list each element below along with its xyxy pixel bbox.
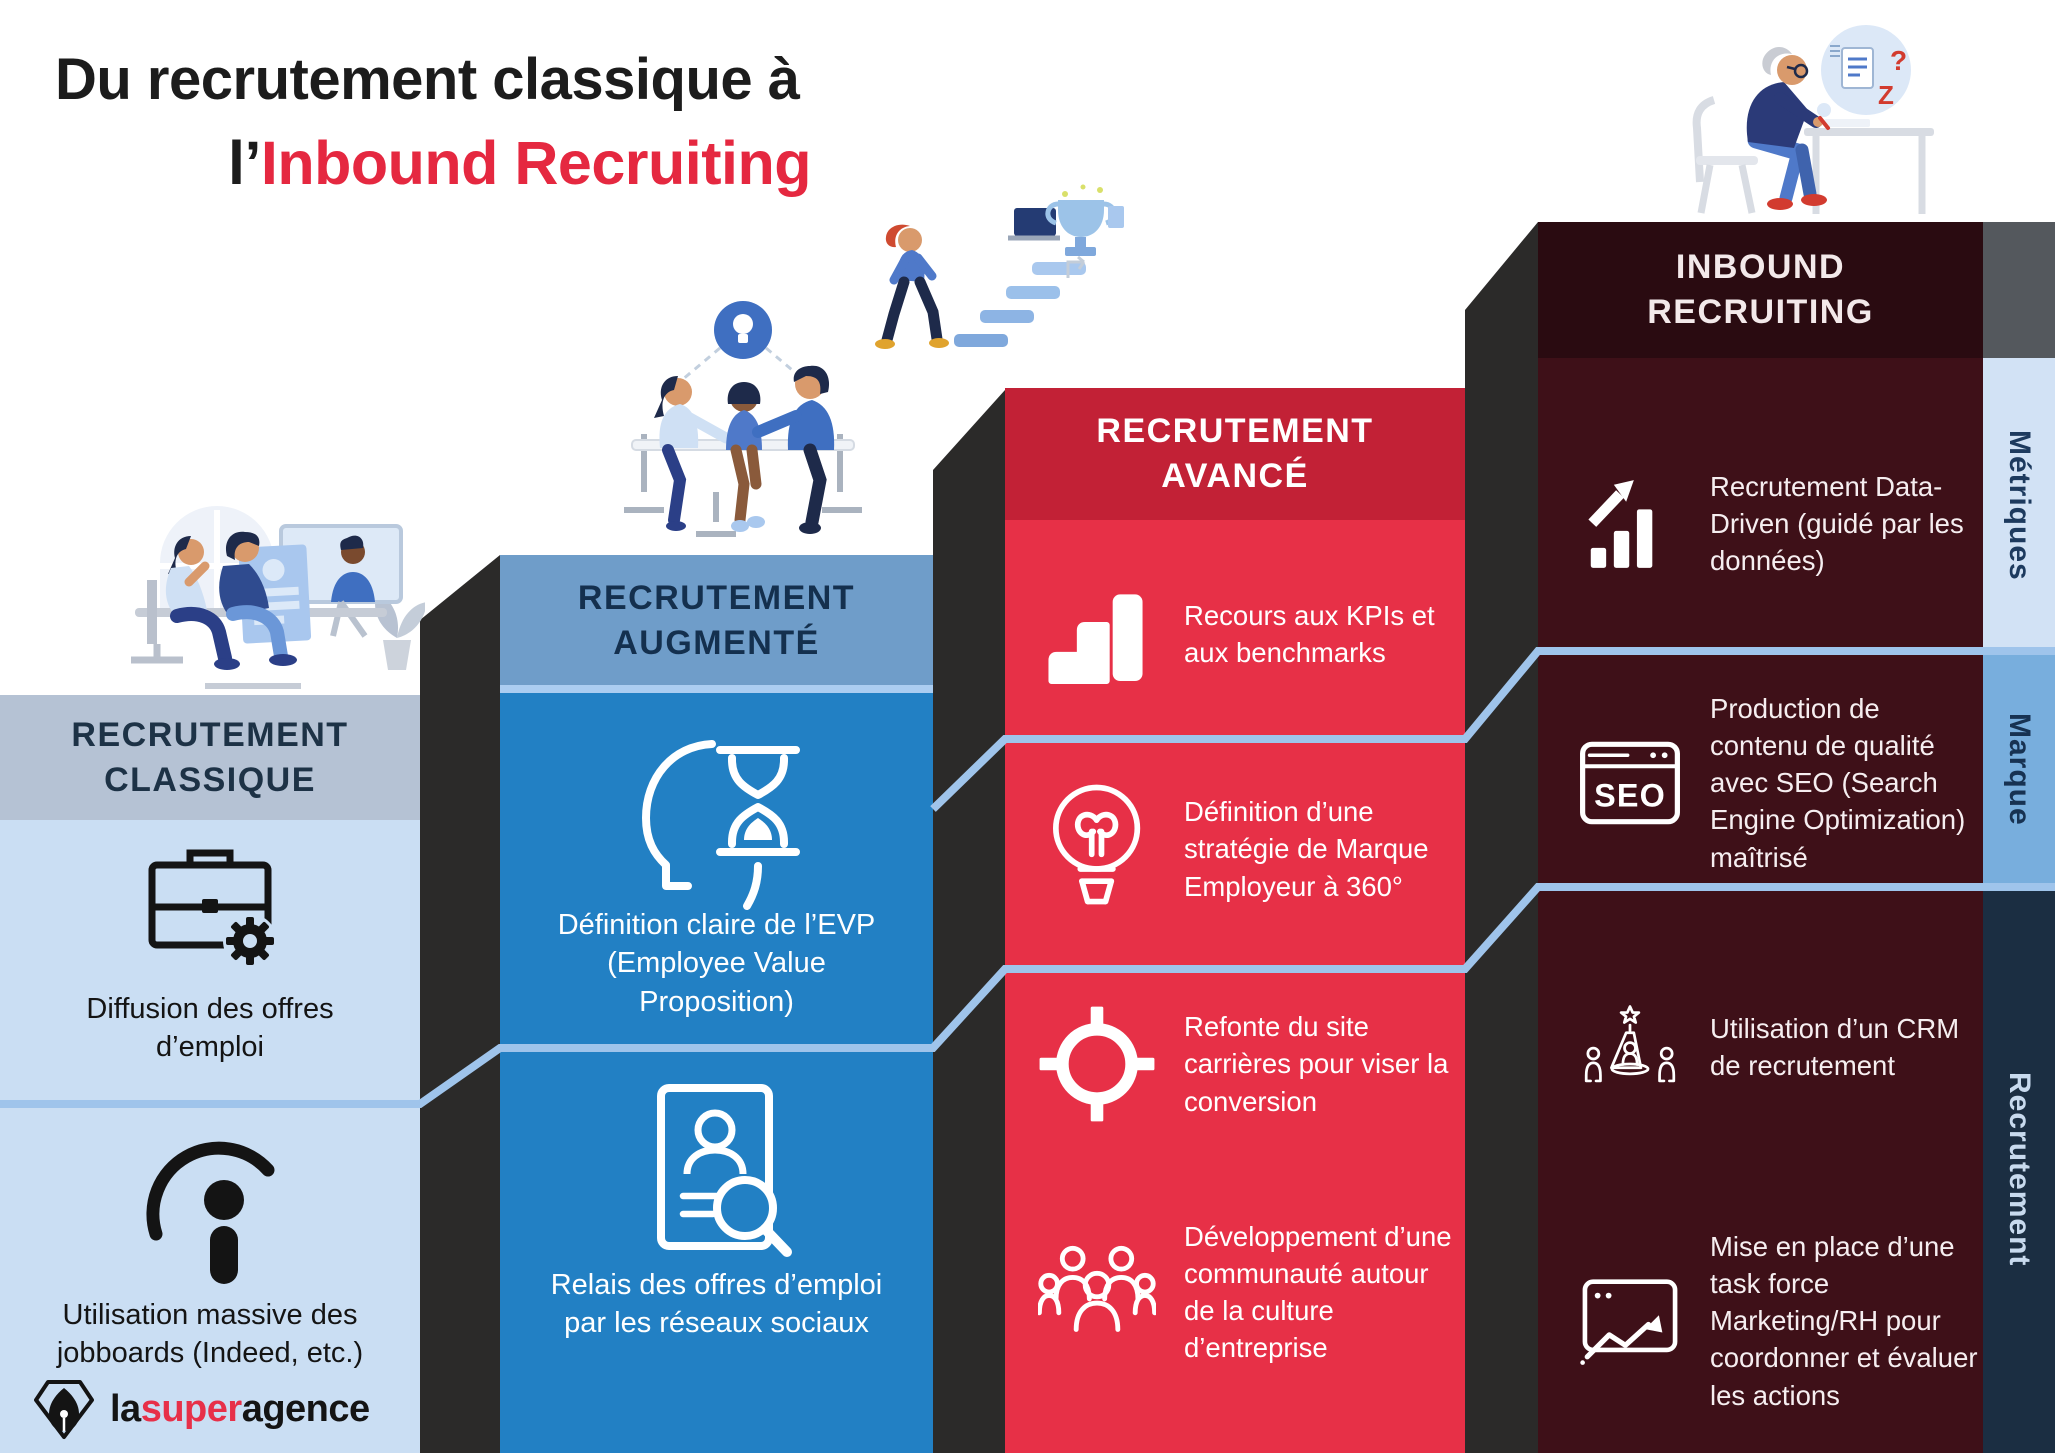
page-title-line2: l’Inbound Recruiting	[228, 128, 812, 198]
list-item: SEO Production de contenu de qualité ave…	[1578, 690, 1978, 876]
illustration-classic-interview	[131, 506, 425, 689]
sleep-z-glyph: Z	[1878, 80, 1894, 110]
seo-browser-icon: SEO	[1578, 734, 1682, 832]
question-mark-glyph: ?	[1890, 45, 1907, 76]
title-prefix: l’	[228, 129, 261, 197]
growth-chart-icon	[1578, 474, 1682, 574]
item-text: Refonte du site carrières pour viser la …	[1184, 1011, 1449, 1117]
column-header-label: RECRUTEMENT AUGMENTÉ	[577, 578, 856, 662]
item-text: Relais des offres d’emploi par les résea…	[550, 1269, 883, 1340]
item-text: Définition d’une stratégie de Marque Emp…	[1184, 796, 1429, 902]
list-item: Mise en place d’une task force Marketing…	[1578, 1228, 1978, 1414]
list-item: Recrutement Data-Driven (guidé par les d…	[1578, 468, 1978, 579]
sidebar-header-side	[1983, 222, 2055, 358]
title-highlight: Inbound Recruiting	[260, 129, 812, 197]
column-header-inbound: INBOUND RECRUITING	[1538, 222, 1983, 358]
briefcase-gear-icon	[140, 833, 280, 973]
item-text: Mise en place d’une task force Marketing…	[1710, 1231, 1978, 1411]
lightbulb-icon	[1038, 770, 1156, 928]
item-text: Définition claire de l’EVP (Employee Val…	[557, 909, 876, 1018]
taskforce-trend-icon	[1578, 1268, 1682, 1374]
column-header-classique: RECRUTEMENT CLASSIQUE	[0, 695, 420, 820]
illustration-stairs-trophy	[875, 184, 1124, 349]
list-item: Développement d’une communauté autour de…	[1038, 1218, 1453, 1367]
sidebar-tab-marque: Marque	[1983, 653, 2055, 885]
target-icon	[1038, 998, 1156, 1130]
column-header-avance: RECRUTEMENT AVANCÉ	[1005, 388, 1465, 520]
lasuperagence-logo: lasuperagence	[32, 1378, 370, 1440]
item-text: Diffusion des offres d’emploi	[86, 993, 334, 1064]
item-text: Recours aux KPIs et aux benchmarks	[1184, 599, 1435, 668]
item-text: Utilisation massive des jobboards (Indee…	[56, 1299, 364, 1370]
crm-spotlight-icon	[1578, 995, 1682, 1099]
list-item: Refonte du site carrières pour viser la …	[1038, 998, 1453, 1130]
community-icon	[1038, 1239, 1156, 1345]
list-item: Utilisation d’un CRM de recrutement	[1578, 995, 1978, 1099]
pen-diamond-icon	[32, 1378, 96, 1440]
column-header-label: INBOUND RECRUITING	[1647, 248, 1874, 331]
kpi-steps-icon	[1038, 578, 1156, 690]
item-text: Utilisation d’un CRM de recrutement	[1710, 1012, 1960, 1081]
item-text: Développement d’une communauté autour de…	[1184, 1221, 1452, 1364]
illustration-tired-recruiter: ? Z	[1692, 25, 1934, 214]
illustration-meeting-idea	[624, 301, 862, 537]
sidebar-tab-label: Recrutement	[2003, 1071, 2036, 1267]
sidebar-tab-label: Métriques	[2003, 430, 2036, 581]
column-header-label: RECRUTEMENT CLASSIQUE	[71, 715, 349, 799]
page-title-line1: Du recrutement classique à	[55, 47, 800, 112]
column-header-label: RECRUTEMENT AVANCÉ	[1096, 412, 1374, 495]
head-hourglass-icon	[608, 726, 823, 931]
sidebar-tab-recrutement: Recrutement	[1983, 885, 2055, 1453]
logo-wordmark: lasuperagence	[110, 1387, 370, 1430]
list-item: Recours aux KPIs et aux benchmarks	[1038, 578, 1453, 690]
jobboard-i-icon	[142, 1126, 278, 1288]
sidebar-tab-label: Marque	[2003, 712, 2036, 826]
sidebar-tab-metriques: Métriques	[1983, 358, 2055, 653]
resume-search-icon	[637, 1080, 799, 1262]
column-header-augmente: RECRUTEMENT AUGMENTÉ	[500, 555, 933, 686]
item-text: Recrutement Data-Driven (guidé par les d…	[1710, 471, 1964, 577]
seo-label: SEO	[1594, 778, 1666, 814]
list-item: Définition d’une stratégie de Marque Emp…	[1038, 770, 1453, 928]
item-text: Production de contenu de qualité avec SE…	[1710, 693, 1966, 873]
